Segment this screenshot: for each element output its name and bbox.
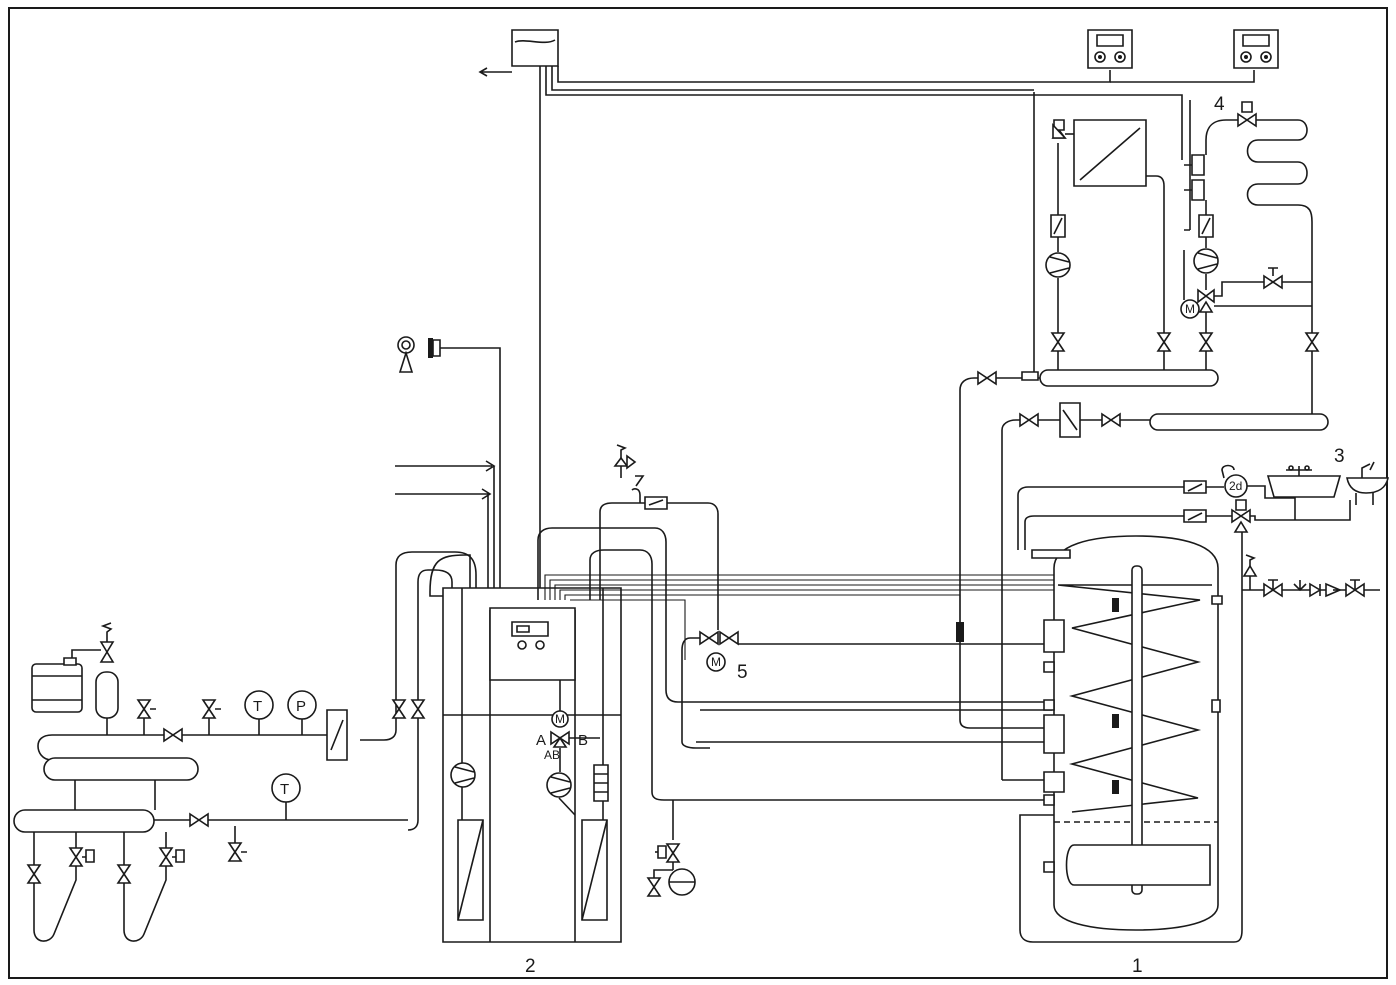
shutoff-valve-icon (189, 813, 209, 827)
shutoff-valve-icon (977, 371, 997, 385)
shutoff-valve-icon (1157, 332, 1171, 352)
shutoff-valve-icon (137, 699, 151, 719)
shutoff-valve-icon (1019, 413, 1039, 427)
thermometer-label: T (253, 698, 262, 715)
shutoff-valve-icon (69, 847, 83, 867)
label-heating-circuit: 4 (1214, 94, 1225, 115)
brine-circuit: T P T (14, 552, 476, 941)
shutoff-valve-icon (1199, 332, 1213, 352)
brine-canister (32, 664, 82, 712)
shutoff-valve-icon (228, 842, 242, 862)
motor-label: M (1185, 302, 1195, 316)
shutoff-valve-icon (1051, 332, 1065, 352)
three-way-valve-icon (1232, 500, 1250, 532)
safety-valve-icon (101, 623, 113, 662)
thermostatic-valve-icon (1053, 120, 1065, 138)
heat-pump-unit: M A B AB (443, 588, 621, 942)
dhw-outlets: 2d 3 (1018, 446, 1388, 596)
pump-icon (1193, 248, 1219, 274)
room-controller-icon (1087, 29, 1133, 69)
thermometer-label: T (280, 781, 289, 798)
safety-valve-icon (1244, 555, 1256, 576)
solar-antenna-icon (398, 337, 414, 372)
shutoff-valve-icon (202, 699, 216, 719)
port-ab-label: AB (544, 748, 560, 762)
shutoff-valve-icon (159, 847, 173, 867)
diagram-frame (9, 8, 1387, 978)
pump-icon (450, 762, 476, 788)
outdoor-sensor-box (512, 30, 558, 66)
shutoff-valve-icon (163, 728, 183, 742)
port-b-label: B (578, 732, 588, 749)
label-mixing-valve: 5 (737, 662, 748, 683)
pressure-label: P (296, 698, 306, 715)
shutoff-valve-icon (1101, 413, 1121, 427)
shutoff-valve-icon (1305, 332, 1319, 352)
bathtub-icon (1268, 466, 1340, 497)
shutoff-valve-icon (117, 864, 131, 884)
shutoff-valve-icon (647, 877, 661, 897)
expansion-vessel-icon (96, 672, 118, 718)
control-wiring (480, 29, 1279, 600)
motor-label: M (555, 712, 565, 726)
heating-expansion (647, 800, 695, 897)
room-controller-icon (1233, 29, 1279, 69)
shutoff-valve-icon (392, 699, 406, 719)
three-way-valve-icon (700, 632, 738, 671)
thermostat-label: 2d (1229, 479, 1242, 493)
sink-icon (1347, 462, 1388, 505)
safety-valve-icon (615, 445, 635, 468)
heat-pump-control-panel (490, 608, 575, 680)
label-hot-water-outlets: 3 (1334, 446, 1345, 467)
thermostatic-valve-icon (1238, 102, 1256, 126)
label-heat-pump: 2 (525, 956, 536, 977)
port-a-label: A (536, 732, 546, 749)
heating-circuit: 4 M (1022, 94, 1328, 430)
shutoff-valve-icon (1263, 275, 1283, 289)
label-storage-tank: 1 (1132, 956, 1143, 977)
storage-tank (1032, 536, 1222, 930)
shutoff-valve-icon (411, 699, 425, 719)
pump-icon (1045, 252, 1071, 278)
motor-label: M (711, 655, 721, 669)
shutoff-valve-icon (27, 864, 41, 884)
pump-icon (546, 772, 572, 798)
shutoff-valve-icon (666, 843, 680, 863)
